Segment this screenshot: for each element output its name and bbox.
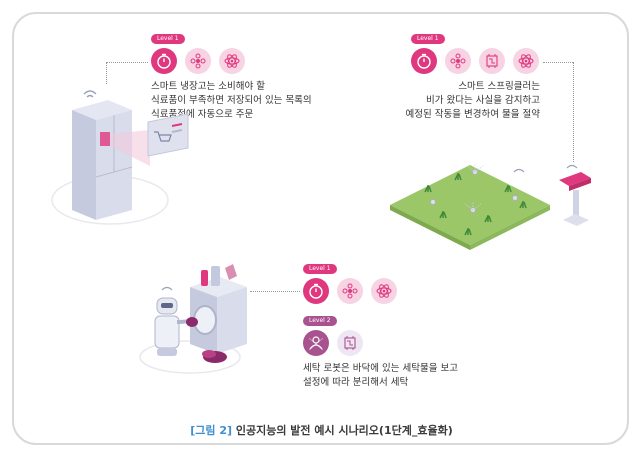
figure-title: 인공지능의 발전 예시 시나리오(1단계_효율화) [235,424,453,437]
connector-line [106,62,107,84]
description-line: 비가 왔다는 사실을 감지하고 [426,95,540,106]
sprinkler-description: 스마트 스프링클러는 비가 왔다는 사실을 감지하고 예정된 작동을 변경하여 … [360,80,540,122]
laundry-robot-illustration [139,264,247,374]
timer-icon [411,48,437,74]
network-icon [185,48,211,74]
description-line: 세탁 로봇은 바닥에 있는 세탁물을 보고 [303,363,458,374]
figure-caption: [그림 2] 인공지능의 발전 예시 시나리오(1단계_효율화) [0,422,643,438]
atom-icon [371,278,397,304]
timer-icon [151,48,177,74]
atom-icon [513,48,539,74]
laundry-robot-description: 세탁 로봇은 바닥에 있는 세탁물을 보고 설정에 따라 분리해서 세탁 [303,362,458,390]
connector-line [106,62,148,63]
sprinkler-field-illustration [390,163,591,250]
level-1-badge: Level 1 [411,34,445,44]
description-line: 설정에 따라 분리해서 세탁 [303,377,409,388]
description-line: 예정된 작동을 변경하여 물을 절약 [405,109,540,120]
fridge-description: 스마트 냉장고는 소비해야 할 식료품이 부족하면 저장되어 있는 목록의 식료… [151,80,312,122]
network-icon [337,278,363,304]
connector-line [543,62,573,63]
chip-icon [337,330,363,356]
atom-icon [219,48,245,74]
figure-number: [그림 2] [190,424,233,437]
description-line: 스마트 스프링클러는 [458,81,540,92]
person-icon [303,330,329,356]
timer-icon [303,278,329,304]
description-line: 식료품이 부족하면 저장되어 있는 목록의 [151,95,312,106]
figure-frame [12,12,629,445]
chip-icon [479,48,505,74]
level-1-badge: Level 1 [151,34,185,44]
description-line: 식료품점에 자동으로 주문 [151,109,254,120]
connector-line [573,62,574,162]
level-1-badge: Level 1 [303,264,337,274]
connector-line [250,291,300,292]
network-icon [445,48,471,74]
level-2-badge: Level 2 [303,316,337,326]
smart-fridge-illustration [51,90,189,225]
description-line: 스마트 냉장고는 소비해야 할 [151,81,265,92]
